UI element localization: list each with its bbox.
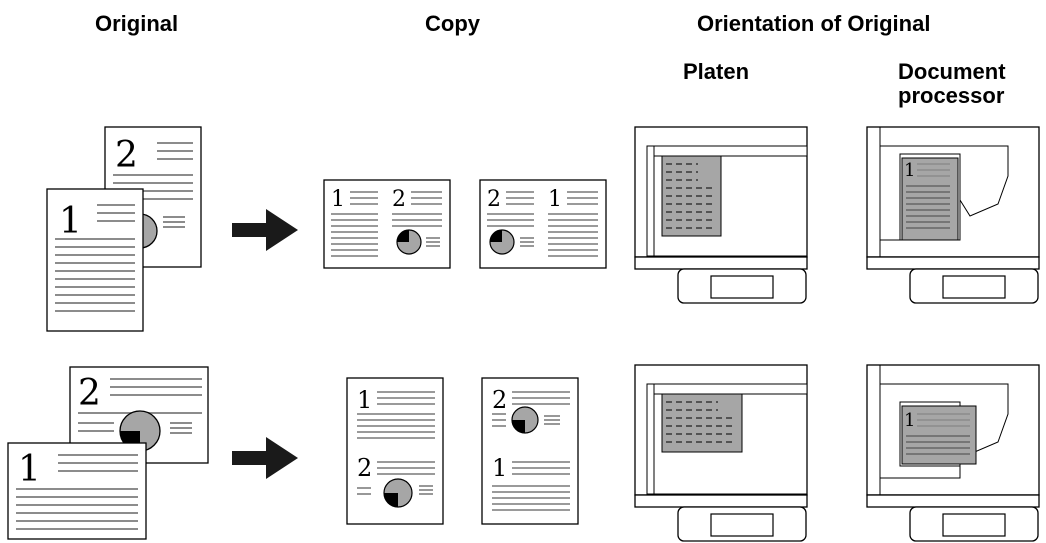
document-processor-scanner-row-1: 1 — [866, 126, 1040, 304]
svg-text:1: 1 — [357, 386, 372, 414]
header-document-processor: Document processor — [898, 60, 1006, 108]
svg-text:1: 1 — [331, 187, 345, 212]
page-number-2: 2 — [115, 135, 138, 176]
platen-scanner-row-1 — [634, 126, 808, 304]
original-landscape-pages: 2 1 — [7, 366, 209, 540]
arrow-row-1 — [232, 209, 298, 251]
original-page-1-landscape: 1 — [7, 442, 147, 540]
original-portrait-pages: 2 1 — [46, 126, 202, 332]
page-number-1: 1 — [59, 201, 82, 242]
svg-text:1: 1 — [548, 187, 562, 212]
svg-text:2: 2 — [487, 187, 501, 212]
document-processor-scanner-row-2: 1 — [866, 364, 1040, 542]
header-document-processor-line1: Document — [898, 59, 1006, 84]
header-orientation: Orientation of Original — [697, 11, 931, 36]
svg-text:2: 2 — [392, 187, 406, 212]
svg-text:1: 1 — [18, 449, 41, 490]
svg-text:2: 2 — [357, 454, 372, 482]
svg-text:1: 1 — [904, 160, 915, 181]
arrow-row-2 — [232, 437, 298, 479]
copy-landscape-output-1: 1 2 — [323, 179, 451, 269]
header-platen: Platen — [683, 59, 750, 84]
svg-text:2: 2 — [492, 386, 507, 414]
svg-text:1: 1 — [492, 454, 507, 482]
copy-landscape-output-2: 2 1 — [479, 179, 607, 269]
copy-portrait-output-2: 2 1 — [481, 377, 579, 525]
header-original: Original — [95, 11, 179, 36]
platen-scanner-row-2 — [634, 364, 808, 542]
svg-text:2: 2 — [78, 373, 101, 414]
original-page-1-portrait: 1 — [46, 188, 144, 332]
svg-text:1: 1 — [904, 410, 915, 431]
copy-portrait-output-1: 1 2 — [346, 377, 444, 525]
header-copy: Copy — [425, 11, 480, 36]
header-document-processor-line2: processor — [898, 83, 1005, 108]
